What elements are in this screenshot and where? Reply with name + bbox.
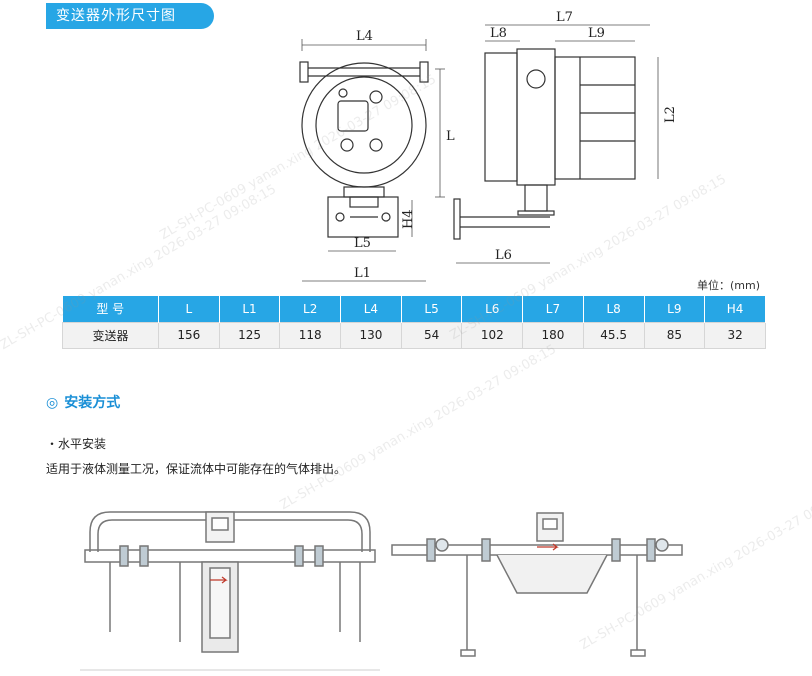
table-header-cell: L6 (461, 296, 524, 322)
ring-icon: ◎ (46, 395, 59, 411)
dimension-table: 型 号 L L1 L2 L4 L5 L6 L7 L8 L9 H4 变送器 156… (62, 296, 766, 349)
table-header-row: 型 号 L L1 L2 L4 L5 L6 L7 L8 L9 H4 (62, 296, 766, 322)
table-cell: 180 (522, 321, 584, 349)
dim-label-L1: L1 (354, 266, 371, 281)
table-cell: 32 (704, 321, 766, 349)
side-cover (554, 56, 636, 180)
table-row: 变送器 156 125 118 130 54 102 180 45.5 85 3… (62, 321, 766, 349)
table-header-cell: L (158, 296, 220, 322)
horizontal-install-illustration-direct (391, 512, 683, 657)
table-cell: 变送器 (62, 321, 159, 349)
dim-label-L6: L6 (495, 248, 512, 263)
install-title-text: 安装方式 (64, 395, 121, 411)
dim-label-L2: L2 (663, 106, 678, 123)
section-title: 变送器外形尺寸图 (46, 3, 214, 29)
table-header-cell: 型 号 (62, 296, 159, 322)
table-header-cell: L7 (522, 296, 584, 322)
table-cell: 156 (158, 321, 220, 349)
unit-note: 单位：(mm) (697, 279, 761, 292)
table-cell: 130 (340, 321, 402, 349)
table-header-cell: L1 (219, 296, 281, 322)
dim-label-L5: L5 (354, 236, 371, 251)
table-header-cell: L8 (583, 296, 645, 322)
dim-label-L8: L8 (490, 26, 507, 41)
install-subtitle: ・水平安装 (46, 437, 107, 451)
dim-label-H4: H4 (401, 209, 416, 229)
right-bolt (419, 61, 429, 83)
table-cell: 102 (461, 321, 524, 349)
table-cell: 118 (279, 321, 342, 349)
side-fin-block (484, 52, 518, 182)
side-flange-plate (453, 198, 461, 240)
table-cell: 85 (643, 321, 706, 349)
table-header-cell: L4 (340, 296, 402, 322)
housing-inner (315, 76, 413, 174)
table-header-cell: L9 (644, 296, 706, 322)
install-section-title: ◎ 安装方式 (46, 392, 120, 412)
table-header-cell: L2 (279, 296, 342, 322)
dim-label-L9: L9 (588, 26, 605, 41)
dim-label-L7: L7 (556, 10, 573, 25)
table-header-cell: L5 (401, 296, 463, 322)
mount-bracket (327, 196, 399, 238)
display-window (337, 100, 369, 132)
table-cell: 125 (218, 321, 281, 349)
left-bolt (299, 61, 309, 83)
housing-outer (301, 62, 427, 188)
dim-label-L4: L4 (356, 29, 373, 44)
table-cell: 54 (400, 321, 463, 349)
dim-label-L: L (446, 129, 455, 144)
horizontal-install-illustration-bypass (80, 511, 380, 671)
table-header-cell: H4 (704, 296, 766, 322)
table-cell: 45.5 (582, 321, 645, 349)
transmitter-dimension-drawing: L4 L H4 L5 L1 L7 L8 L9 L2 L6 (299, 10, 678, 282)
install-description: 适用于液体测量工况，保证流体中可能存在的气体排出。 (46, 462, 347, 476)
